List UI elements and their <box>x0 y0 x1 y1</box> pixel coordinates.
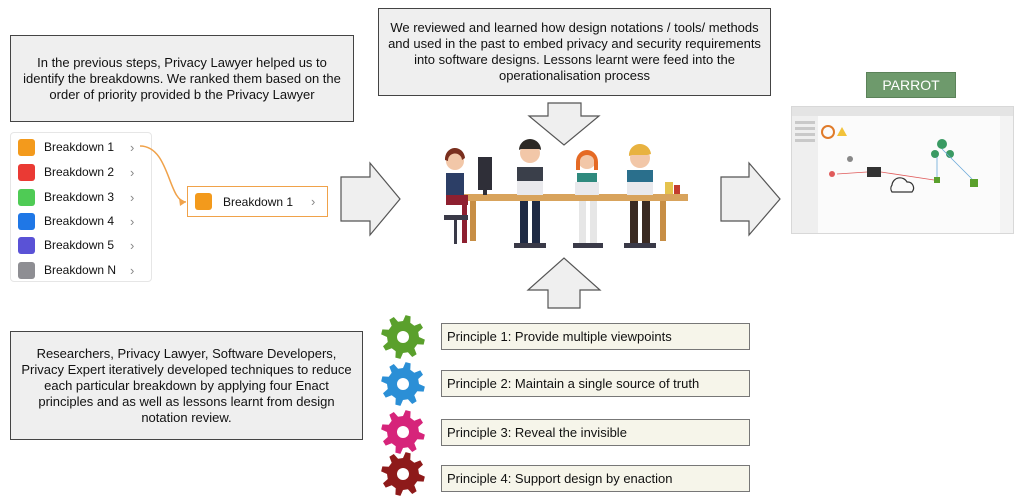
block-arrow-icon <box>340 161 401 237</box>
gear-icon <box>381 452 425 496</box>
breakdown-color-square <box>195 193 212 210</box>
breakdown-list: Breakdown 1 › Breakdown 2 › Breakdown 3 … <box>10 132 152 282</box>
breakdown-list-item[interactable]: Breakdown 1 › <box>11 136 151 158</box>
gear-icon <box>381 315 425 359</box>
principle-3-box: Principle 3: Reveal the invisible <box>441 419 750 446</box>
block-arrow-icon <box>527 102 601 146</box>
block-arrow-icon <box>720 161 781 237</box>
breakdown-color-square <box>18 163 35 181</box>
parrot-tool-screenshot <box>791 106 1014 234</box>
principle-1-label: Principle 1: Provide multiple viewpoints <box>447 329 672 344</box>
principle-2-label: Principle 2: Maintain a single source of… <box>447 376 700 391</box>
iteration-textbox: Researchers, Privacy Lawyer, Software De… <box>10 331 363 440</box>
gear-icon <box>381 410 425 454</box>
breakdown-list-item[interactable]: Breakdown N › <box>11 259 151 281</box>
principle-4-label: Principle 4: Support design by enaction <box>447 471 673 486</box>
breakdown-label: Breakdown N <box>44 263 117 277</box>
breakdown-list-item[interactable]: Breakdown 5 › <box>11 234 151 256</box>
chevron-right-icon: › <box>130 237 135 253</box>
review-textbox: We reviewed and learned how design notat… <box>378 8 771 96</box>
breakdown-color-square <box>18 212 35 230</box>
selected-breakdown-label: Breakdown 1 <box>223 194 294 209</box>
principle-1-box: Principle 1: Provide multiple viewpoints <box>441 323 750 350</box>
parrot-label: PARROT <box>866 72 956 98</box>
breakdown-color-square <box>18 236 35 254</box>
breakdown-color-square <box>18 261 35 279</box>
intro-textbox: In the previous steps, Privacy Lawyer he… <box>10 35 354 122</box>
selection-connector-arrowhead <box>179 198 186 206</box>
intro-text: In the previous steps, Privacy Lawyer he… <box>23 54 341 102</box>
breakdown-label: Breakdown 1 <box>44 140 115 154</box>
selected-breakdown[interactable]: Breakdown 1 › <box>187 186 328 217</box>
chevron-right-icon: › <box>311 194 316 209</box>
gear-icon <box>381 362 425 406</box>
block-arrow-icon <box>526 257 602 309</box>
breakdown-label: Breakdown 5 <box>44 238 115 252</box>
chevron-right-icon: › <box>130 164 135 180</box>
team-illustration-icon <box>444 139 688 248</box>
breakdown-label: Breakdown 2 <box>44 165 115 179</box>
iteration-text: Researchers, Privacy Lawyer, Software De… <box>21 345 352 425</box>
chevron-right-icon: › <box>130 189 135 205</box>
breakdown-color-square <box>18 188 35 206</box>
breakdown-list-item[interactable]: Breakdown 2 › <box>11 161 151 183</box>
breakdown-list-item[interactable]: Breakdown 3 › <box>11 186 151 208</box>
breakdown-list-item[interactable]: Breakdown 4 › <box>11 210 151 232</box>
chevron-right-icon: › <box>130 213 135 229</box>
selection-connector <box>139 145 187 203</box>
breakdown-label: Breakdown 3 <box>44 190 115 204</box>
breakdown-color-square <box>18 138 35 156</box>
parrot-screenshot-icon <box>792 107 1013 233</box>
chevron-right-icon: › <box>130 139 135 155</box>
principle-3-label: Principle 3: Reveal the invisible <box>447 425 627 440</box>
principle-4-box: Principle 4: Support design by enaction <box>441 465 750 492</box>
principle-2-box: Principle 2: Maintain a single source of… <box>441 370 750 397</box>
review-text: We reviewed and learned how design notat… <box>388 20 761 83</box>
breakdown-label: Breakdown 4 <box>44 214 115 228</box>
chevron-right-icon: › <box>130 262 135 278</box>
